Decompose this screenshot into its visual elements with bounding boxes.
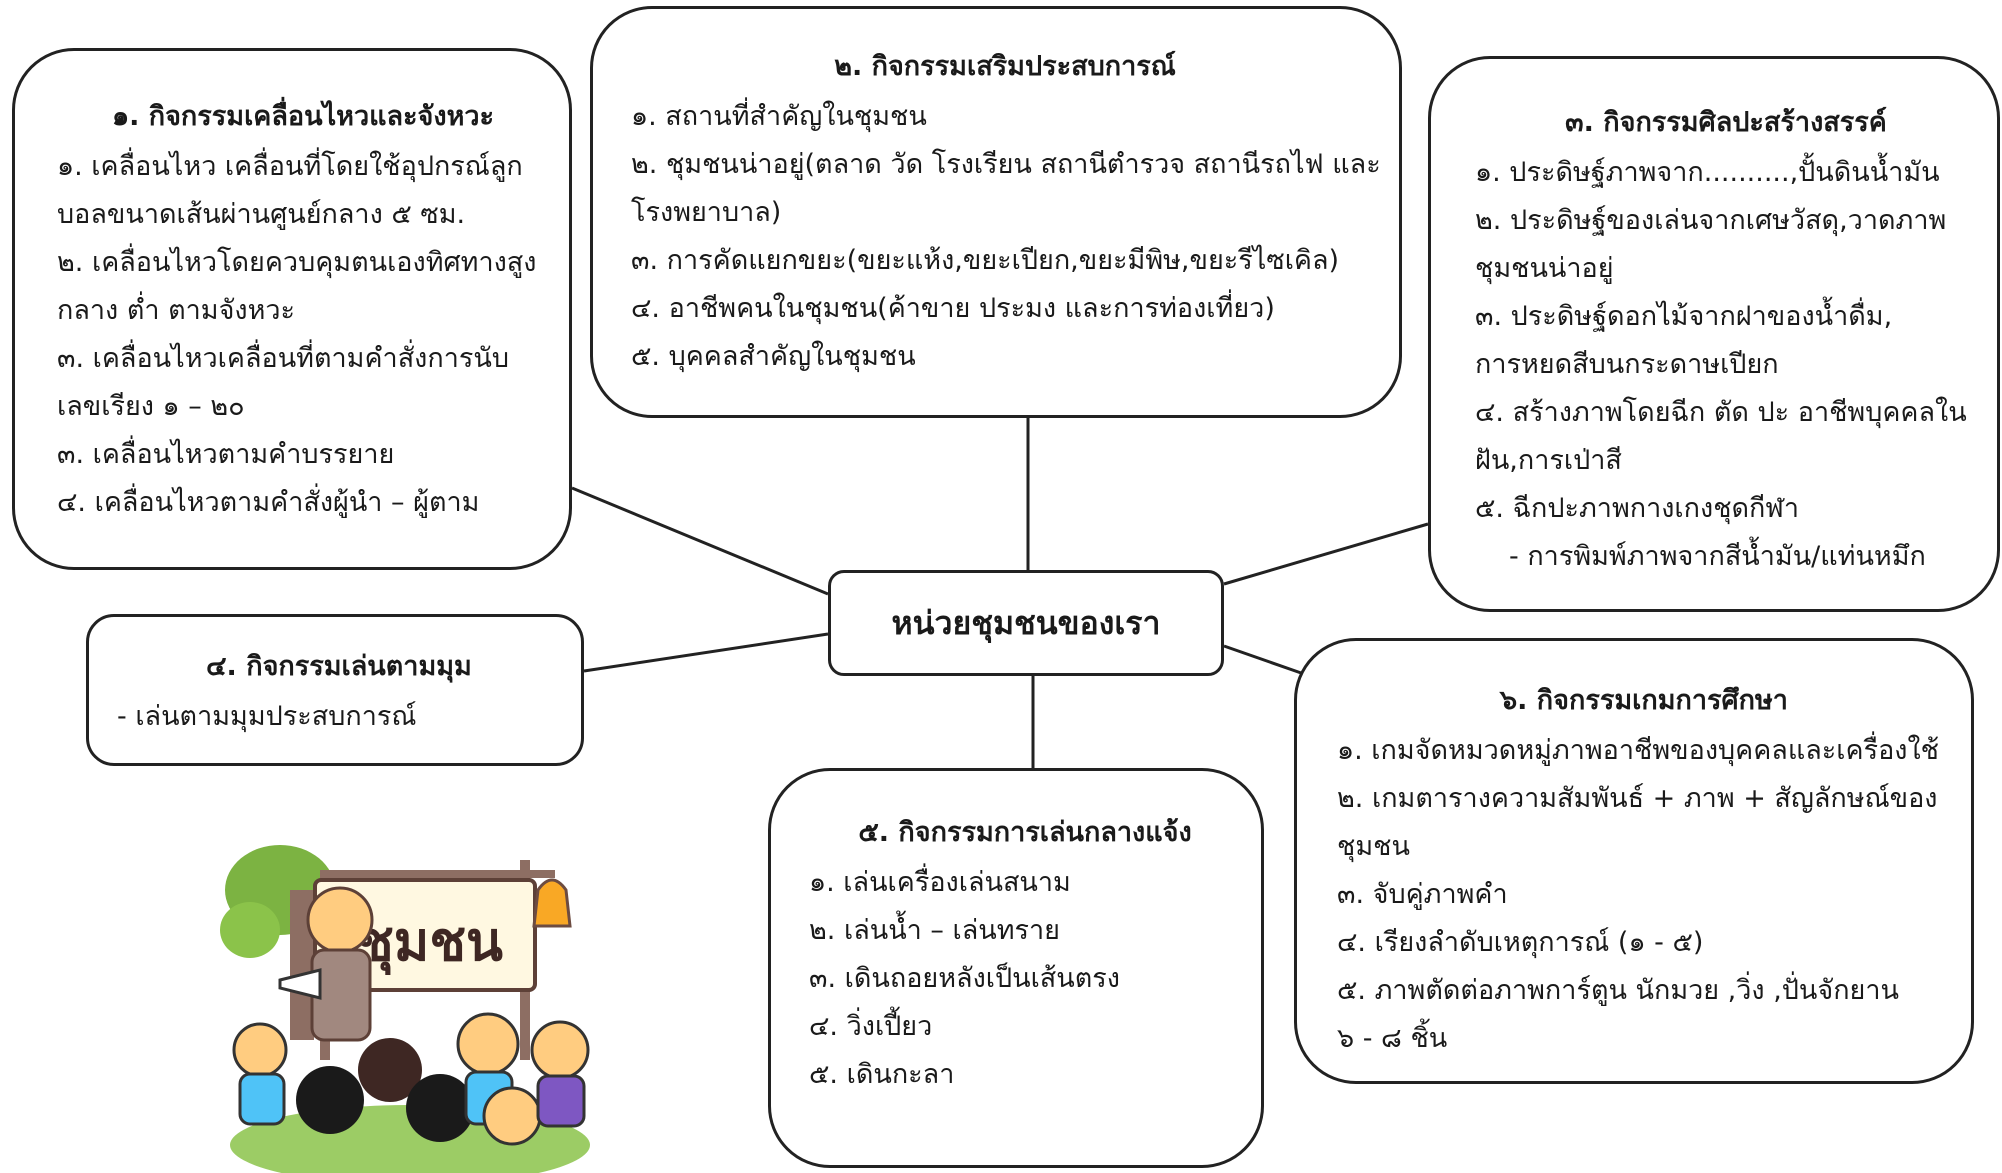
list-item: ๔. สร้างภาพโดยฉีก ตัด ปะ อาชีพบุคคลใน bbox=[1475, 397, 1967, 428]
list-item: ๓. เคลื่อนไหวเคลื่อนที่ตามคำสั่งการนับ bbox=[57, 343, 509, 374]
community-illustration: ชุมชน bbox=[220, 845, 590, 1173]
list-item: ชุมชน bbox=[1337, 831, 1410, 862]
list-item: ๕. ฉีกปะภาพกางเกงชุดกีฬา bbox=[1475, 493, 1800, 524]
central-topic: หน่วยชุมชนของเรา bbox=[828, 570, 1224, 676]
list-sub-item: - การพิมพ์ภาพจากสีน้ำมัน/แท่นหมึก bbox=[1509, 541, 1926, 572]
box-title: ๒. กิจกรรมเสริมประสบการณ์ bbox=[834, 51, 1176, 82]
box-title: ๕. กิจกรรมการเล่นกลางแจ้ง bbox=[858, 817, 1192, 848]
list-item: ๓. จับคู่ภาพคำ bbox=[1337, 879, 1508, 910]
activity-box-movement: ๑. กิจกรรมเคลื่อนไหวและจังหวะ ๑. เคลื่อน… bbox=[12, 48, 572, 570]
list-item: ๔. วิ่งเปี้ยว bbox=[809, 1011, 933, 1042]
list-item: ๒. ชุมชนน่าอยู่(ตลาด วัด โรงเรียน สถานีต… bbox=[631, 149, 1381, 180]
list-item: ๔. อาชีพคนในชุมชน(ค้าขาย ประมง และการท่อ… bbox=[631, 293, 1275, 324]
list-item: การหยดสีบนกระดาษเปียก bbox=[1475, 349, 1779, 380]
list-item: ๕. เดินกะลา bbox=[809, 1059, 955, 1090]
list-item: ชุมชนน่าอยู่ bbox=[1475, 253, 1614, 284]
list-item: ๓. เคลื่อนไหวตามคำบรรยาย bbox=[57, 439, 395, 470]
activity-box-educational-games: ๖. กิจกรรมเกมการศึกษา ๑. เกมจัดหมวดหมู่ภ… bbox=[1294, 638, 1974, 1084]
connector-box6 bbox=[1223, 644, 1305, 676]
list-item: ๓. การคัดแยกขยะ(ขยะแห้ง,ขยะเปียก,ขยะมีพิ… bbox=[631, 245, 1340, 276]
list-item: ๔. เรียงลำดับเหตุการณ์ (๑ - ๕) bbox=[1337, 927, 1704, 958]
list-item: ๑. เกมจัดหมวดหมู่ภาพอาชีพของบุคคลและเครื… bbox=[1337, 735, 1939, 766]
box-title: ๖. กิจกรรมเกมการศึกษา bbox=[1500, 685, 1788, 716]
list-item: ๒. เกมตารางความสัมพันธ์ + ภาพ + สัญลักษณ… bbox=[1337, 783, 1938, 814]
activity-box-corners: ๔. กิจกรรมเล่นตามมุม - เล่นตามมุมประสบกา… bbox=[86, 614, 584, 766]
list-item: เลขเรียง ๑ – ๒๐ bbox=[57, 391, 245, 422]
list-item: ๔. เคลื่อนไหวตามคำสั่งผู้นำ – ผู้ตาม bbox=[57, 487, 480, 518]
activity-box-experience: ๒. กิจกรรมเสริมประสบการณ์ ๑. สถานที่สำคั… bbox=[590, 6, 1402, 418]
box-title: ๔. กิจกรรมเล่นตามมุม bbox=[206, 651, 472, 682]
list-item: กลาง ต่ำ ตามจังหวะ bbox=[57, 295, 296, 326]
list-item: ๑. ประดิษฐ์ภาพจาก..........,ปั้นดินน้ำมั… bbox=[1475, 157, 1940, 188]
box-title: ๓. กิจกรรมศิลปะสร้างสรรค์ bbox=[1565, 107, 1887, 138]
list-item: ๒. เคลื่อนไหวโดยควบคุมตนเองทิศทางสูง bbox=[57, 247, 537, 278]
activity-box-art: ๓. กิจกรรมศิลปะสร้างสรรค์ ๑. ประดิษฐ์ภาพ… bbox=[1428, 56, 2000, 612]
list-item: ๑. สถานที่สำคัญในชุมชน bbox=[631, 101, 927, 132]
list-item: ฝัน,การเป่าสี bbox=[1475, 445, 1622, 476]
sign-text: ชุมชน bbox=[357, 910, 503, 976]
list-item: ๑. เคลื่อนไหว เคลื่อนที่โดยใช้อุปกรณ์ลูก bbox=[57, 151, 523, 182]
connector-box4 bbox=[583, 632, 829, 673]
list-item: โรงพยาบาล) bbox=[631, 197, 782, 228]
connector-box3 bbox=[1223, 522, 1429, 586]
list-item: ๓. เดินถอยหลังเป็นเส้นตรง bbox=[809, 963, 1120, 994]
list-item: ๒. เล่นน้ำ – เล่นทราย bbox=[809, 915, 1060, 946]
list-item: ๕. บุคคลสำคัญในชุมชน bbox=[631, 341, 916, 372]
list-item: ๓. ประดิษฐ์ดอกไม้จากฝาของน้ำดื่ม, bbox=[1475, 301, 1893, 332]
list-item: ๒. ประดิษฐ์ของเล่นจากเศษวัสดุ,วาดภาพ bbox=[1475, 205, 1947, 236]
central-topic-label: หน่วยชุมชนของเรา bbox=[891, 603, 1161, 642]
list-item: - เล่นตามมุมประสบการณ์ bbox=[117, 701, 417, 732]
list-item: ๕. ภาพตัดต่อภาพการ์ตูน นักมวย ,วิ่ง ,ปั่… bbox=[1337, 975, 1899, 1006]
activity-box-outdoor: ๕. กิจกรรมการเล่นกลางแจ้ง ๑. เล่นเครื่อง… bbox=[768, 768, 1264, 1168]
box-title: ๑. กิจกรรมเคลื่อนไหวและจังหวะ bbox=[111, 101, 495, 132]
list-item: บอลขนาดเส้นผ่านศูนย์กลาง ๕ ซม. bbox=[57, 199, 466, 230]
connector-box1 bbox=[571, 486, 829, 596]
list-item: ๖ - ๘ ชิ้น bbox=[1337, 1023, 1448, 1054]
list-item: ๑. เล่นเครื่องเล่นสนาม bbox=[809, 867, 1071, 898]
